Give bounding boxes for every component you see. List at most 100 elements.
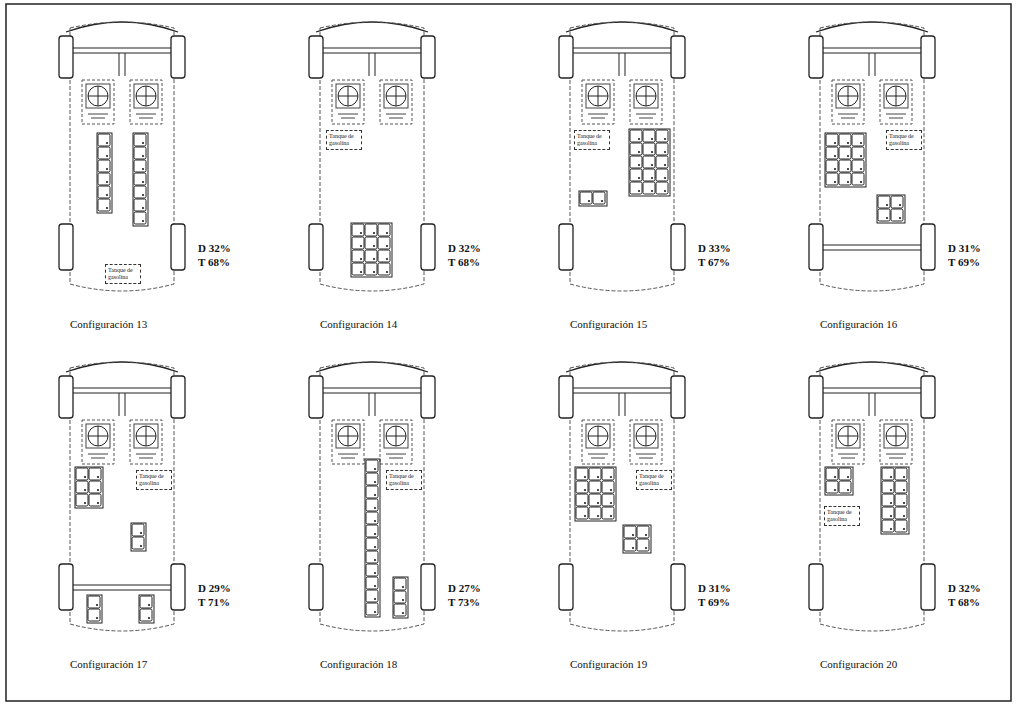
seat-line <box>389 458 403 459</box>
drive-shaft <box>625 53 626 76</box>
battery-cell <box>98 186 110 198</box>
tank-label: Tanque de gasolina <box>329 133 359 146</box>
cell-terminal <box>610 476 612 478</box>
cell-terminal <box>106 168 108 170</box>
battery-cell <box>852 147 864 159</box>
seat <box>832 80 864 124</box>
fuel-tank: Tanque de gasolina <box>386 470 422 490</box>
cell-terminal <box>597 476 599 478</box>
drive-shaft <box>625 393 626 416</box>
battery-cell <box>378 237 390 249</box>
vehicle <box>59 22 185 291</box>
cell-terminal <box>386 245 388 247</box>
battery-block <box>393 577 408 618</box>
seat-line <box>838 114 858 115</box>
seat <box>332 420 364 464</box>
wheel <box>309 224 323 270</box>
cell-terminal <box>360 258 362 260</box>
weight-percentage: D 27% <box>448 582 481 595</box>
battery-cell <box>839 160 851 172</box>
cell-terminal <box>860 142 862 144</box>
body-outline <box>320 22 424 291</box>
body-outline <box>70 22 174 291</box>
front-axle <box>73 47 171 48</box>
cell-terminal <box>142 207 144 209</box>
rear-axle <box>823 244 921 245</box>
front-axle <box>573 47 671 48</box>
cell-terminal <box>610 502 612 504</box>
steering-wheel <box>838 86 858 106</box>
seat-line <box>639 118 653 119</box>
seat-cushion <box>586 84 610 108</box>
wheel <box>309 376 323 418</box>
wheel <box>171 224 185 270</box>
steering-wheel <box>636 86 656 106</box>
seat <box>130 80 162 124</box>
wheel-spoke <box>98 86 99 106</box>
weight-percentage: D 32% <box>948 582 981 595</box>
battery-cell <box>366 564 378 576</box>
configuration-caption: Configuración 15 <box>570 318 647 331</box>
front-bumper <box>66 22 178 32</box>
drive-shaft <box>619 53 620 76</box>
cell-terminal <box>374 494 376 496</box>
cell-terminal <box>106 142 108 144</box>
wheel <box>921 224 935 270</box>
battery-cell <box>394 591 406 603</box>
cell-terminal <box>584 476 586 478</box>
battery-block <box>87 595 102 623</box>
battery-cell <box>839 134 851 146</box>
cell-terminal <box>142 220 144 222</box>
battery-cell <box>637 526 649 538</box>
battery-cell <box>839 147 851 159</box>
fuel-tank: Tanque de gasolina <box>105 264 141 284</box>
battery-cell <box>589 481 601 493</box>
cell-terminal <box>142 142 144 144</box>
battery-cell <box>602 494 614 506</box>
vehicle <box>809 22 935 291</box>
cell-terminal <box>899 204 901 206</box>
cell-terminal <box>860 181 862 183</box>
battery-block <box>575 467 616 521</box>
cell-terminal <box>890 489 892 491</box>
cell-terminal <box>834 489 836 491</box>
frame <box>6 4 1011 701</box>
cell-terminal <box>847 168 849 170</box>
drive-shaft <box>375 393 376 416</box>
front-axle <box>823 52 921 53</box>
battery-cell <box>878 196 890 208</box>
battery-cell <box>826 468 838 480</box>
wheel-spoke <box>848 86 849 106</box>
cell-terminal <box>386 271 388 273</box>
cell-terminal <box>664 164 666 166</box>
seat-cushion <box>384 424 408 448</box>
seat <box>130 420 162 464</box>
cell-terminal <box>890 528 892 530</box>
battery-cell <box>132 537 144 549</box>
cell-terminal <box>834 476 836 478</box>
seat-line <box>139 118 153 119</box>
cell-terminal <box>106 207 108 209</box>
battery-cell <box>891 209 903 221</box>
seat-cushion <box>384 84 408 108</box>
cell-terminal <box>142 194 144 196</box>
drive-shaft <box>875 53 876 76</box>
battery-cell <box>134 134 146 146</box>
cell-terminal <box>84 489 86 491</box>
battery-cell <box>576 507 588 519</box>
cell-terminal <box>142 155 144 157</box>
battery-cell <box>852 134 864 146</box>
cell-terminal <box>903 515 905 517</box>
cell-terminal <box>374 598 376 600</box>
battery-cell <box>134 160 146 172</box>
seat <box>380 80 412 124</box>
rear-axle <box>823 249 921 250</box>
battery-cell <box>366 460 378 472</box>
fuel-tank: Tanque de gasolina <box>574 130 610 150</box>
cell-terminal <box>651 138 653 140</box>
steering-wheel <box>886 426 906 446</box>
weight-percentage: D 32% <box>198 242 231 255</box>
tank-label: Tanque de gasolina <box>108 267 138 280</box>
front-axle <box>823 392 921 393</box>
configuration-caption: Configuración 20 <box>820 658 897 671</box>
